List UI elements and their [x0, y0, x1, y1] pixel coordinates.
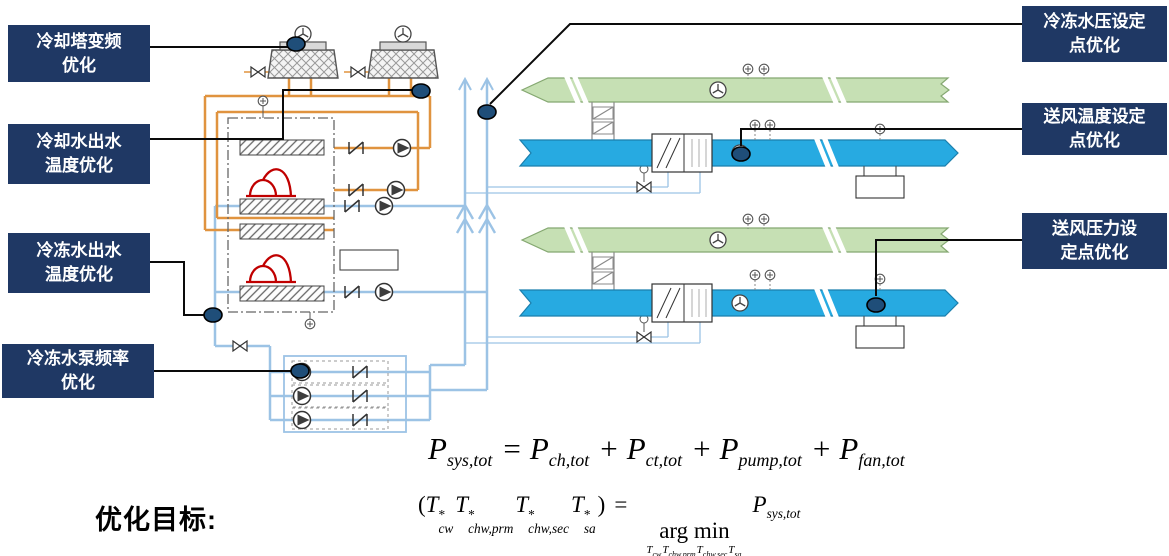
ahu-upper	[465, 64, 958, 198]
supsub-cw: *cw	[438, 507, 454, 537]
open-paren: (	[418, 492, 426, 517]
primary-pump-1	[374, 196, 394, 216]
callout-connectors	[150, 23, 1022, 372]
plus-sign: +	[693, 431, 711, 466]
argmin-constraints: TcwTchw,prmTchw,secTsa	[646, 544, 742, 556]
callout-dot	[411, 83, 431, 99]
callout-dot	[731, 146, 751, 162]
callout-chilled-water-pump-freq: 冷冻水泵频率 优化	[2, 344, 154, 398]
equals-sign: =	[614, 492, 628, 517]
callout-cooling-tower-vfd: 冷却塔变频 优化	[8, 25, 150, 82]
callout-dot	[477, 104, 497, 120]
p-ch: P	[529, 431, 549, 466]
chiller-plant	[227, 95, 399, 330]
condenser-pump-1	[392, 138, 412, 158]
compressor-1	[246, 168, 296, 198]
objective-label: 优化目标:	[95, 505, 217, 535]
plus-sign: +	[600, 431, 618, 466]
p-ct: P	[626, 431, 646, 466]
equals-sign: =	[503, 431, 521, 466]
callout-dot	[866, 297, 886, 313]
callout-supply-air-pressure-setpoint: 送风压力设 定点优化	[1022, 213, 1167, 269]
primary-pump-2	[374, 282, 394, 302]
callout-markers	[203, 36, 886, 379]
p-sys-result: P	[752, 492, 767, 517]
callout-supply-air-temp-setpoint: 送风温度设定 点优化	[1022, 103, 1167, 155]
secondary-pump-3	[292, 410, 312, 430]
chilled-water-loop	[213, 196, 487, 422]
close-paren: )	[597, 492, 606, 517]
condenser-pump-2	[386, 180, 406, 200]
callout-chw-pressure-setpoint: 冷冻水压设定 点优化	[1022, 6, 1167, 62]
p-pump: P	[719, 431, 739, 466]
callout-cooling-water-outlet-temp: 冷却水出水 温度优化	[8, 124, 150, 184]
supsub-chw-sec: *chw,sec	[528, 507, 570, 537]
tower-fan-2	[394, 25, 412, 43]
isolation-valve	[232, 340, 248, 352]
callout-dot	[203, 307, 223, 323]
callout-dot	[286, 36, 306, 52]
callout-chilled-water-outlet-temp: 冷冻水出水 温度优化	[8, 233, 150, 293]
supsub-sa: *sa	[583, 507, 596, 537]
p-sys: P	[428, 431, 447, 466]
compressor-2	[246, 254, 296, 284]
p-fan: P	[839, 431, 859, 466]
callout-dot	[290, 363, 310, 379]
total-power-formula: Psys,tot=Pch,tot+Pct,tot+Ppump,tot+Pfan,…	[428, 431, 905, 471]
plus-sign: +	[812, 431, 831, 466]
secondary-pump-2	[292, 386, 312, 406]
ahu-lower	[465, 214, 958, 348]
supsub-chw-prm: *chw,prm	[468, 507, 514, 537]
